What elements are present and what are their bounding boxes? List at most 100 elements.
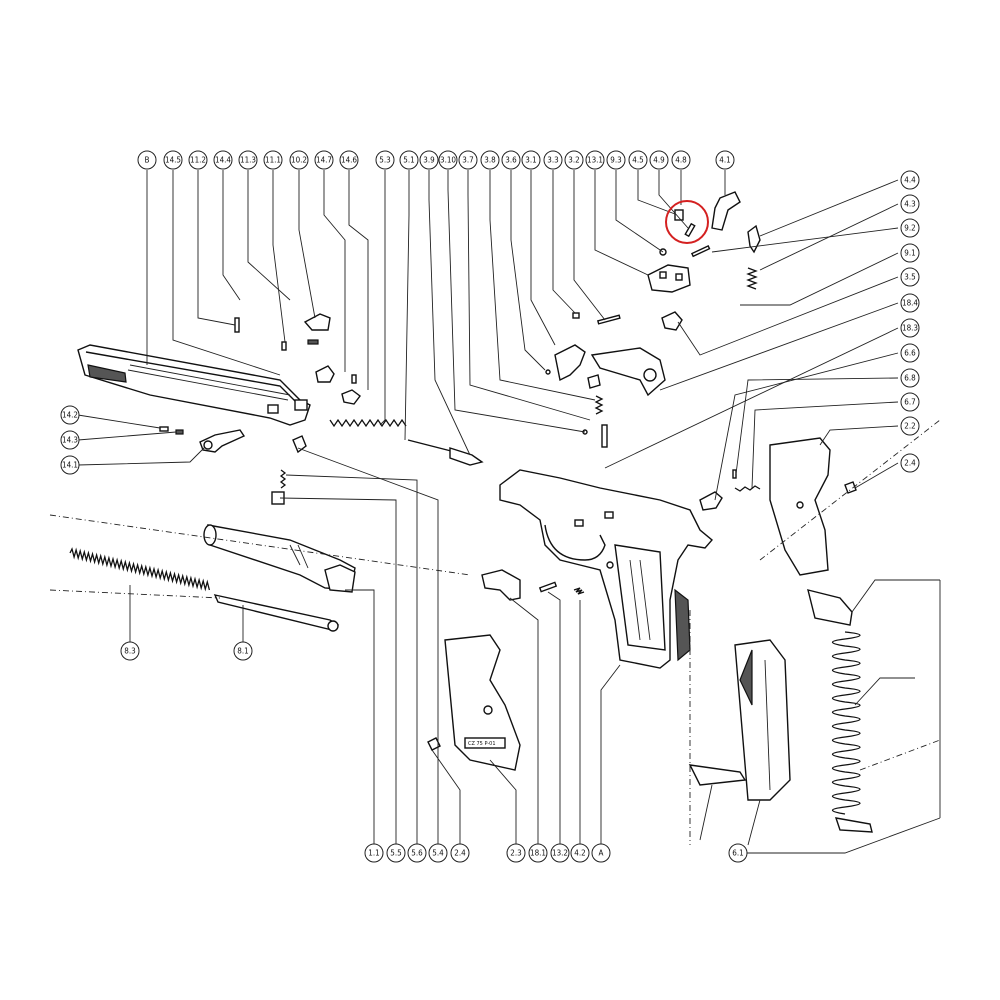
callout-label: 11.2 [190, 156, 206, 165]
callout-label: 6.8 [904, 374, 916, 383]
callout-top-4: 11.3 [238, 150, 258, 170]
callout-label: 3.3 [547, 156, 558, 165]
parts-layer: CZ 75 P-01 [69, 191, 873, 833]
callout-right-11: 2.4 [900, 453, 920, 473]
callout-circle [900, 218, 920, 238]
callout-top-21: 4.5 [628, 150, 648, 170]
callout-circle [900, 416, 920, 436]
callout-label: 4.3 [904, 200, 915, 209]
callout-circle [900, 267, 920, 287]
right-grip-part [769, 437, 857, 576]
callout-left-2: 14.1 [60, 455, 80, 475]
callout-top-15: 3.6 [501, 150, 521, 170]
callout-bottom-9: A [591, 843, 611, 863]
hammer-assembly-parts [545, 312, 666, 448]
callout-bottom-7: 13.2 [550, 843, 570, 863]
callout-top-9: 5.3 [375, 150, 395, 170]
callout-label: 14.2 [62, 411, 78, 420]
callout-circle [60, 430, 80, 450]
callout-label: 14.4 [215, 156, 231, 165]
callout-circle [550, 843, 570, 863]
recoil-spring-part [69, 547, 211, 592]
callout-right-10: 2.2 [900, 416, 920, 436]
callout-circle [314, 150, 334, 170]
callout-circle [375, 150, 395, 170]
callout-circle [450, 843, 470, 863]
callout-circle [728, 843, 748, 863]
callout-circle [428, 843, 448, 863]
callout-circle [585, 150, 605, 170]
callout-top-14: 3.8 [480, 150, 500, 170]
left-grip-part: CZ 75 P-01 [427, 634, 521, 771]
callout-label: 3.8 [484, 156, 496, 165]
callout-label: 3.6 [505, 156, 517, 165]
callout-top-2: 11.2 [188, 150, 208, 170]
callout-label: 9.1 [904, 249, 915, 258]
callout-label: 4.1 [719, 156, 730, 165]
callout-label: 2.2 [904, 422, 915, 431]
callout-circle [188, 150, 208, 170]
callout-right-8: 6.8 [900, 368, 920, 388]
callout-top-24: 4.1 [715, 150, 735, 170]
callout-bottom-4: 2.4 [450, 843, 470, 863]
callout-bottom-8: 4.2 [570, 843, 590, 863]
callout-label: 2.4 [904, 459, 916, 468]
callout-top-16: 3.1 [521, 150, 541, 170]
magazine-catch-parts [699, 469, 761, 511]
callout-top-17: 3.3 [543, 150, 563, 170]
callout-circle [671, 150, 691, 170]
callout-label: 4.2 [574, 849, 585, 858]
callout-label: 3.10 [440, 156, 456, 165]
callout-label: 3.7 [462, 156, 473, 165]
callout-label: 9.2 [904, 224, 915, 233]
rear-sight-parts [234, 313, 361, 405]
callout-top-23: 4.8 [671, 150, 691, 170]
callout-label: 5.1 [403, 156, 414, 165]
callout-circle [521, 150, 541, 170]
callout-label: 18.4 [902, 299, 918, 308]
callout-left-3: 8.3 [120, 641, 140, 661]
callout-label: 18.1 [530, 849, 546, 858]
frame-part [499, 469, 713, 669]
callout-label: 3.5 [904, 273, 915, 282]
callout-circle [606, 150, 626, 170]
callout-circle [438, 150, 458, 170]
callout-label: A [599, 849, 604, 858]
callout-top-19: 13.1 [585, 150, 605, 170]
callout-circle [339, 150, 359, 170]
callout-left-4: 8.1 [233, 641, 253, 661]
callout-circle [900, 243, 920, 263]
callout-label: 14.5 [165, 156, 181, 165]
callout-label: 5.6 [411, 849, 423, 858]
callout-label: 14.3 [62, 436, 78, 445]
callout-label: 4.8 [675, 156, 687, 165]
leader-lines [49, 170, 941, 854]
callout-label: 3.1 [525, 156, 536, 165]
callout-circle [900, 343, 920, 363]
callout-right-1: 4.3 [900, 194, 920, 214]
callout-right-6: 18.3 [900, 318, 920, 338]
callout-bottom-10: 6.1 [728, 843, 748, 863]
callout-label: 18.3 [902, 324, 918, 333]
callout-right-4: 3.5 [900, 267, 920, 287]
callout-circle [386, 843, 406, 863]
callout-circle [900, 318, 920, 338]
callout-label: 11.3 [240, 156, 256, 165]
callout-label: 10.2 [291, 156, 307, 165]
barrel-part [203, 524, 356, 593]
callout-top-20: 9.3 [606, 150, 626, 170]
callout-circle [120, 641, 140, 661]
callout-circle [900, 194, 920, 214]
callout-bottom-5: 2.3 [506, 843, 526, 863]
callout-label: 4.5 [632, 156, 643, 165]
callout-label: B [145, 156, 150, 165]
callout-label: 6.7 [904, 398, 915, 407]
callout-label: 2.4 [454, 849, 466, 858]
callout-label: 5.4 [432, 849, 444, 858]
callout-circle [263, 150, 283, 170]
callout-bottom-6: 18.1 [528, 843, 548, 863]
callout-label: 8.3 [124, 647, 135, 656]
highlight-circle [665, 200, 709, 244]
